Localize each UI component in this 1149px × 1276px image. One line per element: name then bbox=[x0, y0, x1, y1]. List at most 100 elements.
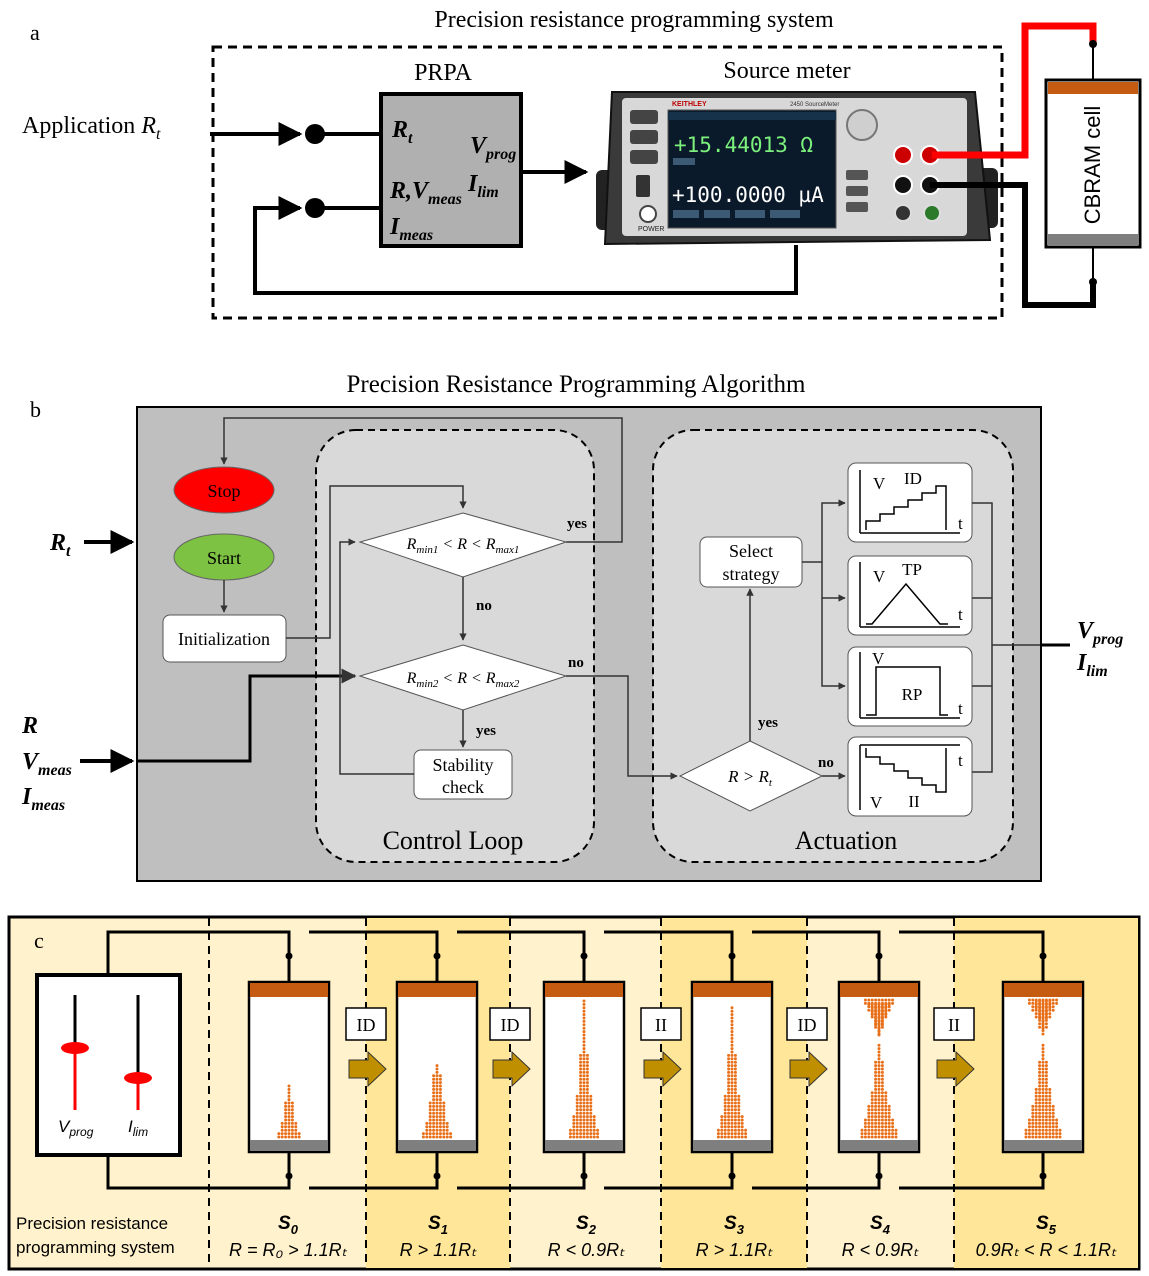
filament-dot bbox=[579, 1057, 583, 1061]
filament-dot bbox=[737, 1098, 741, 1102]
filament-dot bbox=[1048, 1098, 1052, 1102]
cell-top-electrode bbox=[840, 983, 918, 997]
filament-dot bbox=[579, 1053, 583, 1057]
filament-dot bbox=[1044, 1018, 1048, 1022]
filament-dot bbox=[432, 1132, 436, 1136]
filament-dot bbox=[1044, 1012, 1048, 1016]
filament-dot bbox=[1041, 1064, 1045, 1068]
filament-dot bbox=[877, 1091, 881, 1095]
filament-dot bbox=[727, 1064, 731, 1068]
slider-knob-vprog-icon[interactable] bbox=[61, 1042, 89, 1054]
filament-dot bbox=[867, 1111, 871, 1115]
input-imeas: Imeas bbox=[21, 784, 65, 814]
filament-dot bbox=[870, 1111, 874, 1115]
filament-dot bbox=[589, 1094, 593, 1098]
strategy-t-label: t bbox=[958, 605, 963, 624]
step-label: ID bbox=[357, 1015, 376, 1035]
filament-dot bbox=[1055, 1132, 1059, 1136]
filament-dot bbox=[880, 1084, 884, 1088]
filament-dot bbox=[575, 1101, 579, 1105]
filament-dot bbox=[733, 1064, 737, 1068]
filament-dot bbox=[1041, 1057, 1045, 1061]
filament-dot bbox=[1034, 1012, 1038, 1016]
step-label: II bbox=[948, 1015, 960, 1035]
filament-dot bbox=[596, 1135, 600, 1139]
filament-dot bbox=[1044, 1025, 1048, 1029]
filament-dot bbox=[568, 1128, 572, 1132]
filament-dot bbox=[294, 1132, 298, 1136]
filament-dot bbox=[727, 1091, 731, 1095]
filament-dot bbox=[730, 1019, 734, 1023]
filament-dot bbox=[585, 1125, 589, 1129]
cell-top-electrode bbox=[250, 983, 328, 997]
meter-button bbox=[846, 170, 868, 180]
filament-dot bbox=[579, 1108, 583, 1112]
filament-dot bbox=[442, 1118, 446, 1122]
filament-dot bbox=[884, 1001, 888, 1005]
filament-dot bbox=[1034, 1135, 1038, 1139]
strategy-name: II bbox=[908, 792, 920, 811]
state-name: S1 bbox=[428, 1213, 448, 1237]
filament-dot bbox=[582, 1057, 586, 1061]
filament-dot bbox=[1044, 1087, 1048, 1091]
cell-top-electrode bbox=[545, 983, 623, 997]
filament-dot bbox=[870, 1005, 874, 1009]
filament-dot bbox=[585, 1077, 589, 1081]
meas-wire bbox=[137, 668, 357, 763]
filament-dot bbox=[877, 1050, 881, 1054]
select-line2: strategy bbox=[723, 564, 780, 584]
filament-dot bbox=[592, 1121, 596, 1125]
filament-dot bbox=[428, 1125, 432, 1129]
filament-dot bbox=[575, 1125, 579, 1129]
filament-dot bbox=[877, 1015, 881, 1019]
filament-dot bbox=[1041, 1087, 1045, 1091]
filament-dot bbox=[1044, 1094, 1048, 1098]
filament-dot bbox=[716, 1135, 720, 1139]
filament-dot bbox=[880, 1018, 884, 1022]
filament-dot bbox=[432, 1087, 436, 1091]
filament-dot bbox=[730, 1047, 734, 1051]
filament-dot bbox=[880, 1121, 884, 1125]
filament-dot bbox=[877, 1074, 881, 1078]
filament-dot bbox=[1044, 1064, 1048, 1068]
filament-dot bbox=[1051, 1115, 1055, 1119]
filament-dot bbox=[1051, 1008, 1055, 1012]
system-label-line1: Precision resistance bbox=[16, 1214, 168, 1233]
filament-dot bbox=[727, 1081, 731, 1085]
filament-dot bbox=[1048, 998, 1052, 1002]
filament-dot bbox=[428, 1101, 432, 1105]
filament-dot bbox=[880, 1135, 884, 1139]
decision-r-gt-rt bbox=[678, 740, 824, 812]
filament-dot bbox=[733, 1067, 737, 1071]
filament-dot bbox=[877, 1111, 881, 1115]
state-condition: R < 0.9Rₜ bbox=[842, 1240, 920, 1260]
filament-dot bbox=[1031, 1104, 1035, 1108]
meter-button bbox=[630, 110, 658, 124]
filament-dot bbox=[1044, 1015, 1048, 1019]
filament-dot bbox=[1041, 1018, 1045, 1022]
filament-dot bbox=[435, 1118, 439, 1122]
filament-dot bbox=[1034, 1121, 1038, 1125]
filament-dot bbox=[428, 1121, 432, 1125]
filament-dot bbox=[1038, 1108, 1042, 1112]
filament-dot bbox=[1041, 1012, 1045, 1016]
filament-dot bbox=[585, 1104, 589, 1108]
filament-dot bbox=[1055, 1125, 1059, 1129]
filament-dot bbox=[442, 1115, 446, 1119]
filament-dot bbox=[582, 1091, 586, 1095]
filament-dot bbox=[1044, 1111, 1048, 1115]
filament-dot bbox=[572, 1125, 576, 1129]
filament-dot bbox=[582, 1118, 586, 1122]
filament-dot bbox=[438, 1077, 442, 1081]
filament-dot bbox=[1048, 1091, 1052, 1095]
filament-dot bbox=[860, 1135, 864, 1139]
filament-dot bbox=[727, 1057, 731, 1061]
filament-dot bbox=[730, 1115, 734, 1119]
meter-screen-key bbox=[704, 210, 730, 218]
filament-dot bbox=[284, 1101, 288, 1105]
filament-dot bbox=[880, 1098, 884, 1102]
meter-screen bbox=[667, 109, 837, 229]
filament-dot bbox=[863, 1118, 867, 1122]
slider-knob-ilim-icon[interactable] bbox=[124, 1072, 152, 1084]
filament-dot bbox=[730, 1125, 734, 1129]
